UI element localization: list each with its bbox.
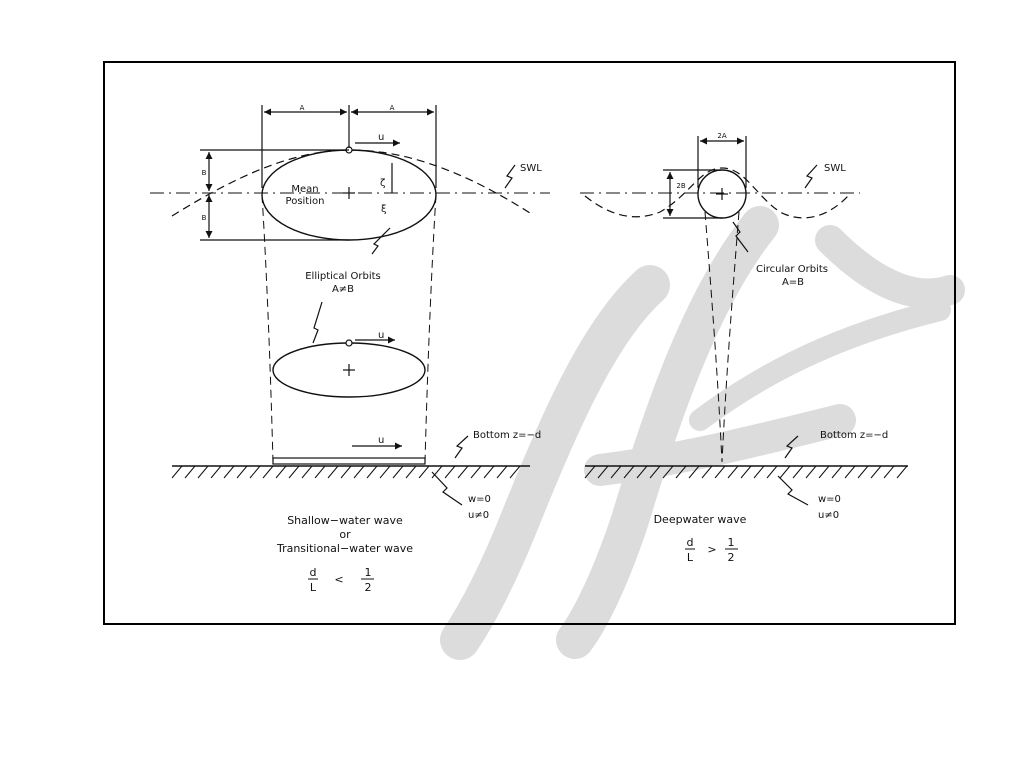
figure-frame xyxy=(103,61,956,625)
label-position: Position xyxy=(286,196,325,207)
label-swl-left: SWL xyxy=(520,163,542,174)
deep-frac-2: 2 xyxy=(728,551,735,564)
label-swl-right: SWL xyxy=(824,163,846,174)
orbit-taper-right xyxy=(721,211,740,463)
label-a-right: A xyxy=(390,104,395,112)
deep-labels: 2A 2B SWL Circular Orbits A=B Bottom z=−… xyxy=(654,132,889,564)
shallow-title-line3: Transitional−water wave xyxy=(276,542,413,555)
label-bottom-left: Bottom z=−d xyxy=(473,430,541,441)
deep-title: Deepwater wave xyxy=(654,513,747,526)
label-2b: 2B xyxy=(676,182,685,190)
label-bottom-right: Bottom z=−d xyxy=(820,430,888,441)
deep-frac-d: d xyxy=(687,536,694,549)
shallow-less-than: < xyxy=(334,573,343,586)
label-zeta: ζ xyxy=(380,178,385,189)
seabed-hatch-right xyxy=(584,465,908,479)
orbit-envelope-left xyxy=(261,194,274,463)
shallow-frac-1: 1 xyxy=(365,566,372,579)
shallow-title-line1: Shallow−water wave xyxy=(287,514,403,527)
label-circular: Circular Orbits xyxy=(756,264,828,275)
particle-lower xyxy=(345,339,353,347)
seabed-hatch-left xyxy=(171,465,521,479)
label-u-top: u xyxy=(378,132,384,143)
label-une0-left: u≠0 xyxy=(468,510,489,521)
deep-greater-than: > xyxy=(707,543,716,556)
label-w0-right: w=0 xyxy=(818,494,841,505)
label-xi: ξ xyxy=(381,204,387,215)
label-mean: Mean xyxy=(291,184,318,195)
shallow-labels: A A u B B Mean Position ζ ξ SWL Elliptic… xyxy=(202,104,543,594)
label-a-eq-b: A=B xyxy=(782,277,804,288)
label-b-upper: B xyxy=(202,169,207,177)
wave-surface-left xyxy=(171,149,531,217)
shallow-frac-l: L xyxy=(310,581,317,594)
wave-surface-right xyxy=(584,167,849,219)
label-b-lower: B xyxy=(202,214,207,222)
bottom-flat-orbit xyxy=(272,457,426,465)
deep-frac-l: L xyxy=(687,551,694,564)
label-w0-left: w=0 xyxy=(468,494,491,505)
label-u-lower: u xyxy=(378,330,384,341)
shallow-title-line2: or xyxy=(339,528,351,541)
orbit-taper-left xyxy=(704,211,723,463)
label-elliptical: Elliptical Orbits xyxy=(305,271,381,282)
shallow-frac-d: d xyxy=(310,566,317,579)
deep-water-diagram xyxy=(580,136,908,550)
orbit-envelope-right xyxy=(424,194,437,463)
shallow-frac-2: 2 xyxy=(365,581,372,594)
label-une0-right: u≠0 xyxy=(818,510,839,521)
deep-frac-1: 1 xyxy=(728,536,735,549)
shallow-water-diagram xyxy=(150,105,550,580)
label-a-left: A xyxy=(300,104,305,112)
label-a-ne-b: A≠B xyxy=(332,284,354,295)
label-u-bottom: u xyxy=(378,435,384,446)
label-2a: 2A xyxy=(717,132,726,140)
